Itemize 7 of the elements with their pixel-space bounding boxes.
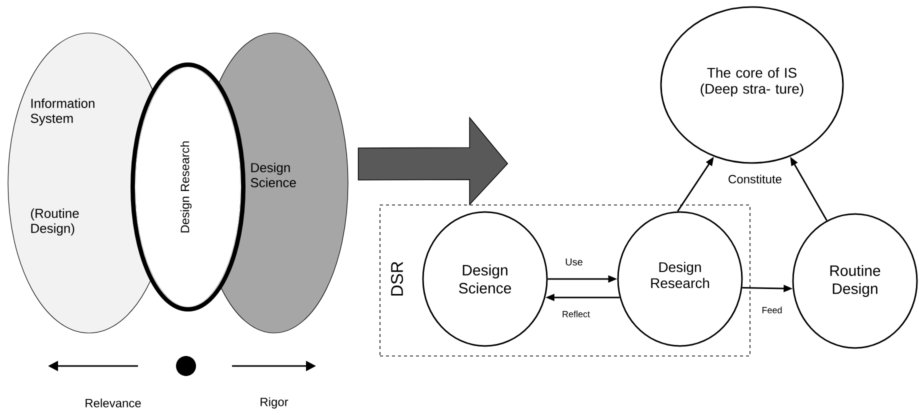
edge-label: Feed [760,306,784,314]
block-arrow [358,116,508,206]
axis-label: Rigor [260,397,288,409]
edge-label: Use [564,258,584,266]
axis-label: Relevance [86,398,141,408]
edge-label: Constitute [726,174,783,184]
edge-label: Reflect [561,310,591,318]
